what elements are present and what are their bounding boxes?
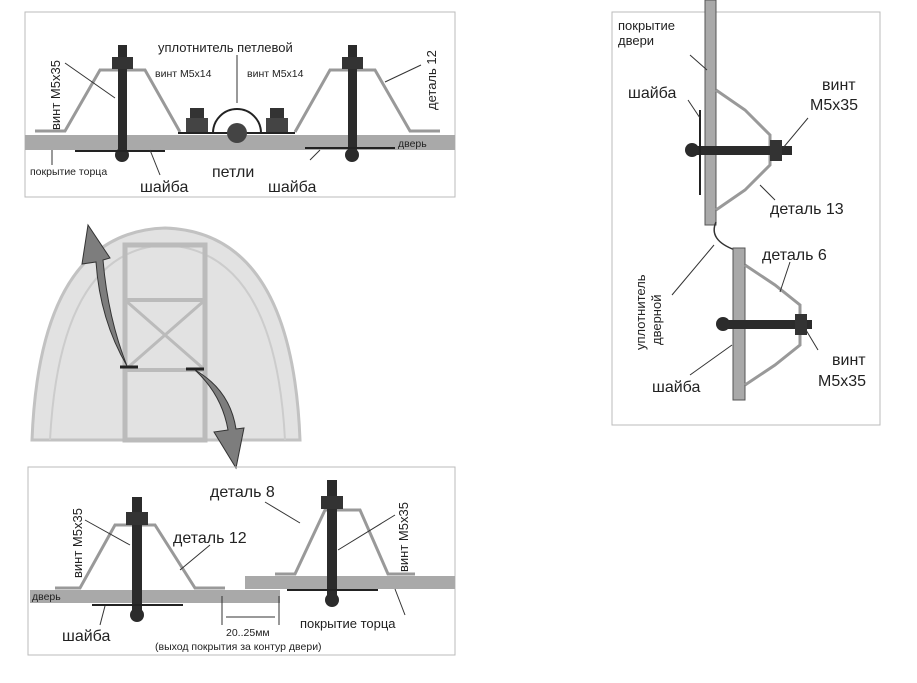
label-screw-bottom-1: винт <box>832 352 866 369</box>
label-screw-left: винт М5х35 <box>70 508 85 578</box>
label-part-12: деталь 12 <box>424 50 439 110</box>
label-screw-m5x14-right: винт М5х14 <box>247 68 304 80</box>
label-door-cover-1: покрытие <box>618 18 675 33</box>
bolt-left <box>118 45 127 153</box>
label-part-12: деталь 12 <box>173 530 247 547</box>
nut-left <box>126 512 148 525</box>
panel-frame <box>27 466 456 656</box>
label-part-13: деталь 13 <box>770 201 844 218</box>
bracket-left <box>35 68 182 133</box>
label-screw-bottom-2: М5х35 <box>818 373 866 390</box>
label-washer-right: шайба <box>268 179 316 196</box>
label-hinges: петли <box>212 164 254 181</box>
label-washer-top: шайба <box>628 85 676 102</box>
label-washer-bottom: шайба <box>652 379 700 396</box>
bracket-part-8 <box>275 508 415 576</box>
arrow-up-icon <box>81 223 128 367</box>
arrow-down-icon <box>194 369 245 470</box>
end-cover-plate <box>245 576 455 589</box>
small-nut-right <box>266 118 288 132</box>
label-screw-m5x35: винт М5х35 <box>48 60 63 130</box>
door-cover-strip <box>704 0 717 226</box>
door-plate <box>30 590 280 603</box>
label-screw-m5x14-left: винт М5х14 <box>155 68 212 80</box>
top-hinge-panel: винт М5х35 уплотнитель петлевой винт М5х… <box>24 11 456 198</box>
label-gap: 20..25мм <box>226 627 270 639</box>
label-end-cover: покрытие торца <box>30 166 107 178</box>
loop-seal <box>212 108 262 134</box>
nut-right <box>342 57 363 69</box>
small-screw-right <box>270 108 284 118</box>
label-gap-note: (выход покрытия за контур двери) <box>155 641 322 653</box>
greenhouse-illustration <box>30 223 302 470</box>
door-frame <box>122 242 208 443</box>
label-door: дверь <box>398 138 427 150</box>
bolt-top <box>692 146 792 155</box>
nut-right <box>321 496 343 509</box>
label-door: дверь <box>32 591 61 603</box>
panel-frame <box>611 11 881 426</box>
panel-frame <box>24 11 456 198</box>
right-panel: покрытие двери шайба винт М5х35 деталь 1… <box>611 0 881 426</box>
label-screw-right: винт М5х35 <box>396 502 411 572</box>
label-door-seal-2: дверной <box>649 295 664 345</box>
label-washer-left: шайба <box>140 179 188 196</box>
small-screw-left <box>190 108 204 118</box>
label-screw-top-1: винт <box>822 77 856 94</box>
bottom-panel: винт М5х35 деталь 12 деталь 8 винт М5х35… <box>27 466 456 656</box>
bolt-right <box>348 45 357 153</box>
label-end-cover: покрытие торца <box>300 616 396 631</box>
bolt-right <box>327 480 337 600</box>
bracket-right <box>293 68 440 133</box>
nut-left <box>112 57 133 69</box>
small-nut-left <box>186 118 208 132</box>
label-part-6: деталь 6 <box>762 247 827 264</box>
bolt-head-right <box>345 148 359 162</box>
label-washer: шайба <box>62 628 110 645</box>
label-door-seal-1: уплотнитель <box>633 274 648 350</box>
bolt-left <box>132 497 142 615</box>
hinge-pin <box>227 123 247 143</box>
door-seal <box>713 221 736 251</box>
label-screw-top-2: М5х35 <box>810 97 858 114</box>
label-door-cover-2: двери <box>618 33 654 48</box>
label-part-8: деталь 8 <box>210 484 275 501</box>
label-loop-seal: уплотнитель петлевой <box>158 40 293 55</box>
bolt-bottom <box>720 320 812 329</box>
